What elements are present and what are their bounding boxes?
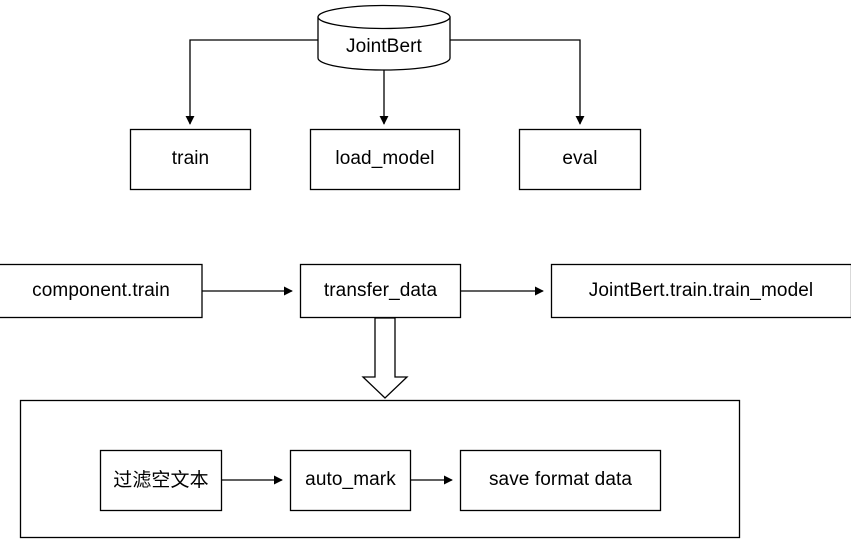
auto-mark-box	[289, 449, 412, 512]
jointbert-cylinder-label: JointBert	[346, 35, 422, 57]
load-model-label: load_model	[335, 148, 435, 170]
save-format-data-box	[459, 449, 662, 512]
train-box	[129, 128, 252, 191]
auto-mark-label: auto_mark	[305, 469, 396, 491]
jointbert-train-train-model-box	[550, 263, 851, 319]
train-label: train	[171, 148, 210, 170]
cylinder-to-children-connectors	[185, 39, 585, 125]
transfer-data-box	[299, 263, 462, 319]
jointbert-train-train-model-label: JointBert.train.train_model	[588, 279, 814, 301]
eval-label: eval	[562, 148, 598, 170]
component-train-label: component.train	[32, 279, 170, 301]
transfer-data-label: transfer_data	[323, 279, 438, 301]
load-model-box	[309, 128, 461, 191]
eval-box	[518, 128, 642, 191]
filter-empty-text-label: 过滤空文本	[113, 469, 209, 492]
block-arrow-down	[361, 317, 409, 399]
jointbert-cylinder-shape	[317, 4, 451, 71]
save-format-data-label: save format data	[488, 469, 633, 491]
